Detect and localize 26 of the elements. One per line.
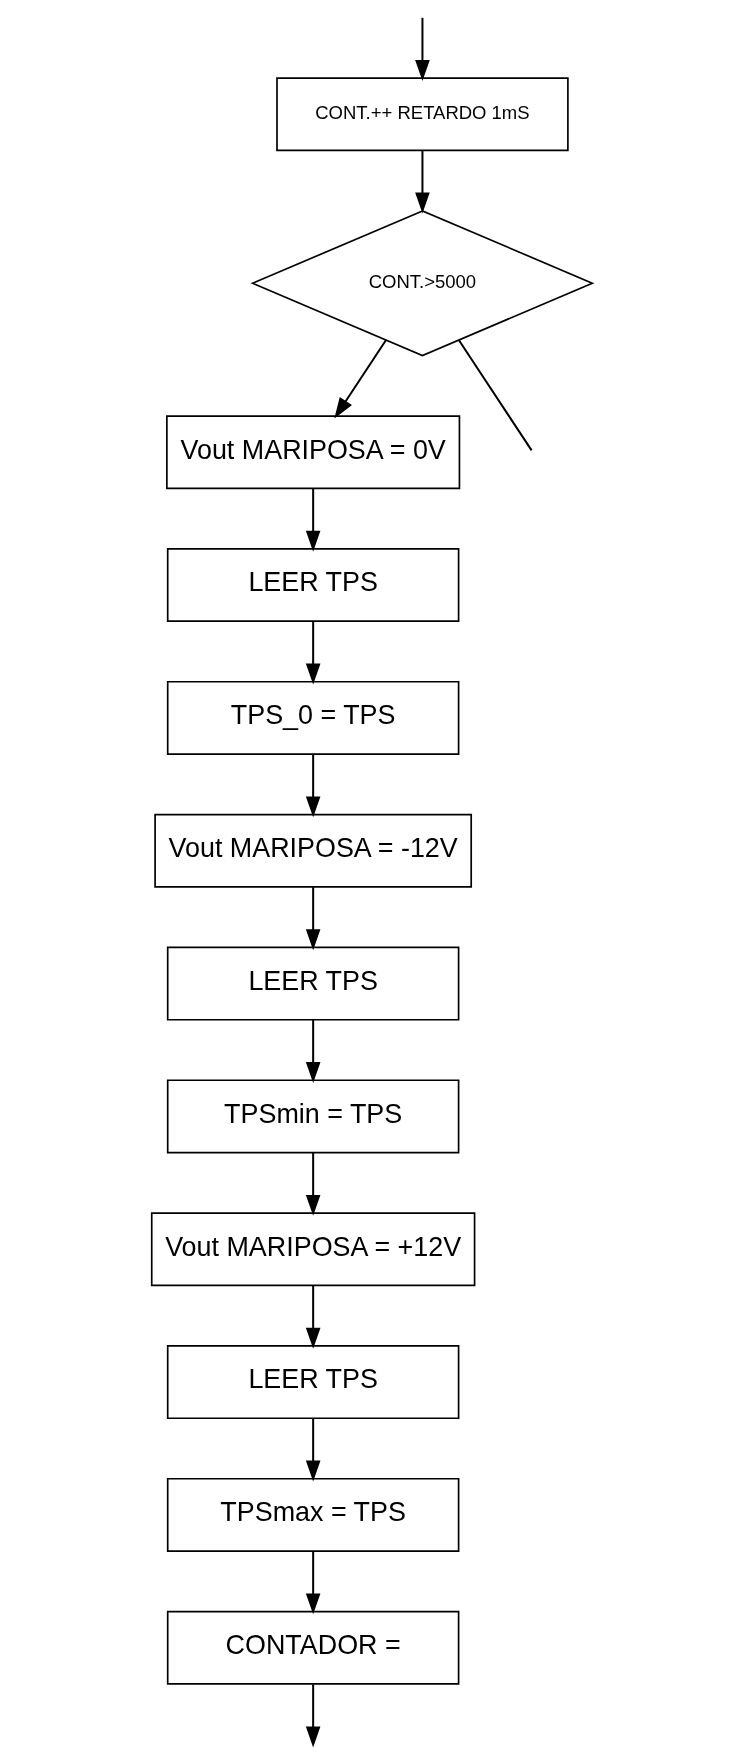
- node-box: LEER TPS: [166, 946, 459, 1021]
- arrow: [305, 1285, 320, 1349]
- arrow: [305, 754, 320, 818]
- node-box: Vout MARIPOSA = -12V: [153, 813, 472, 888]
- node-box: TPSmin = TPS: [166, 1079, 459, 1154]
- node-box: Vout MARIPOSA = 0V: [165, 415, 460, 490]
- arrow: [305, 1152, 320, 1216]
- arrow: [305, 1418, 320, 1482]
- arrow: [414, 151, 430, 214]
- arrow: [333, 339, 387, 419]
- node-box: LEER TPS: [166, 548, 459, 623]
- arrow: [305, 488, 320, 552]
- arrow: [414, 17, 430, 81]
- arrow: [305, 1684, 320, 1748]
- arrow: [305, 887, 320, 951]
- node-box: LEER TPS: [166, 1345, 459, 1420]
- node-box: TPS_0 = TPS: [166, 680, 459, 755]
- arrow: [305, 621, 320, 685]
- arrow: [305, 1551, 320, 1615]
- node-box: CONTADOR =: [166, 1610, 459, 1685]
- node-box: CONT.++ RETARDO 1mS: [275, 77, 569, 152]
- arrow: [305, 1019, 320, 1083]
- node-diamond: CONT.>5000: [249, 210, 594, 357]
- node-box: Vout MARIPOSA = +12V: [150, 1212, 475, 1287]
- connector: [457, 339, 532, 451]
- node-box: TPSmax = TPS: [166, 1477, 459, 1552]
